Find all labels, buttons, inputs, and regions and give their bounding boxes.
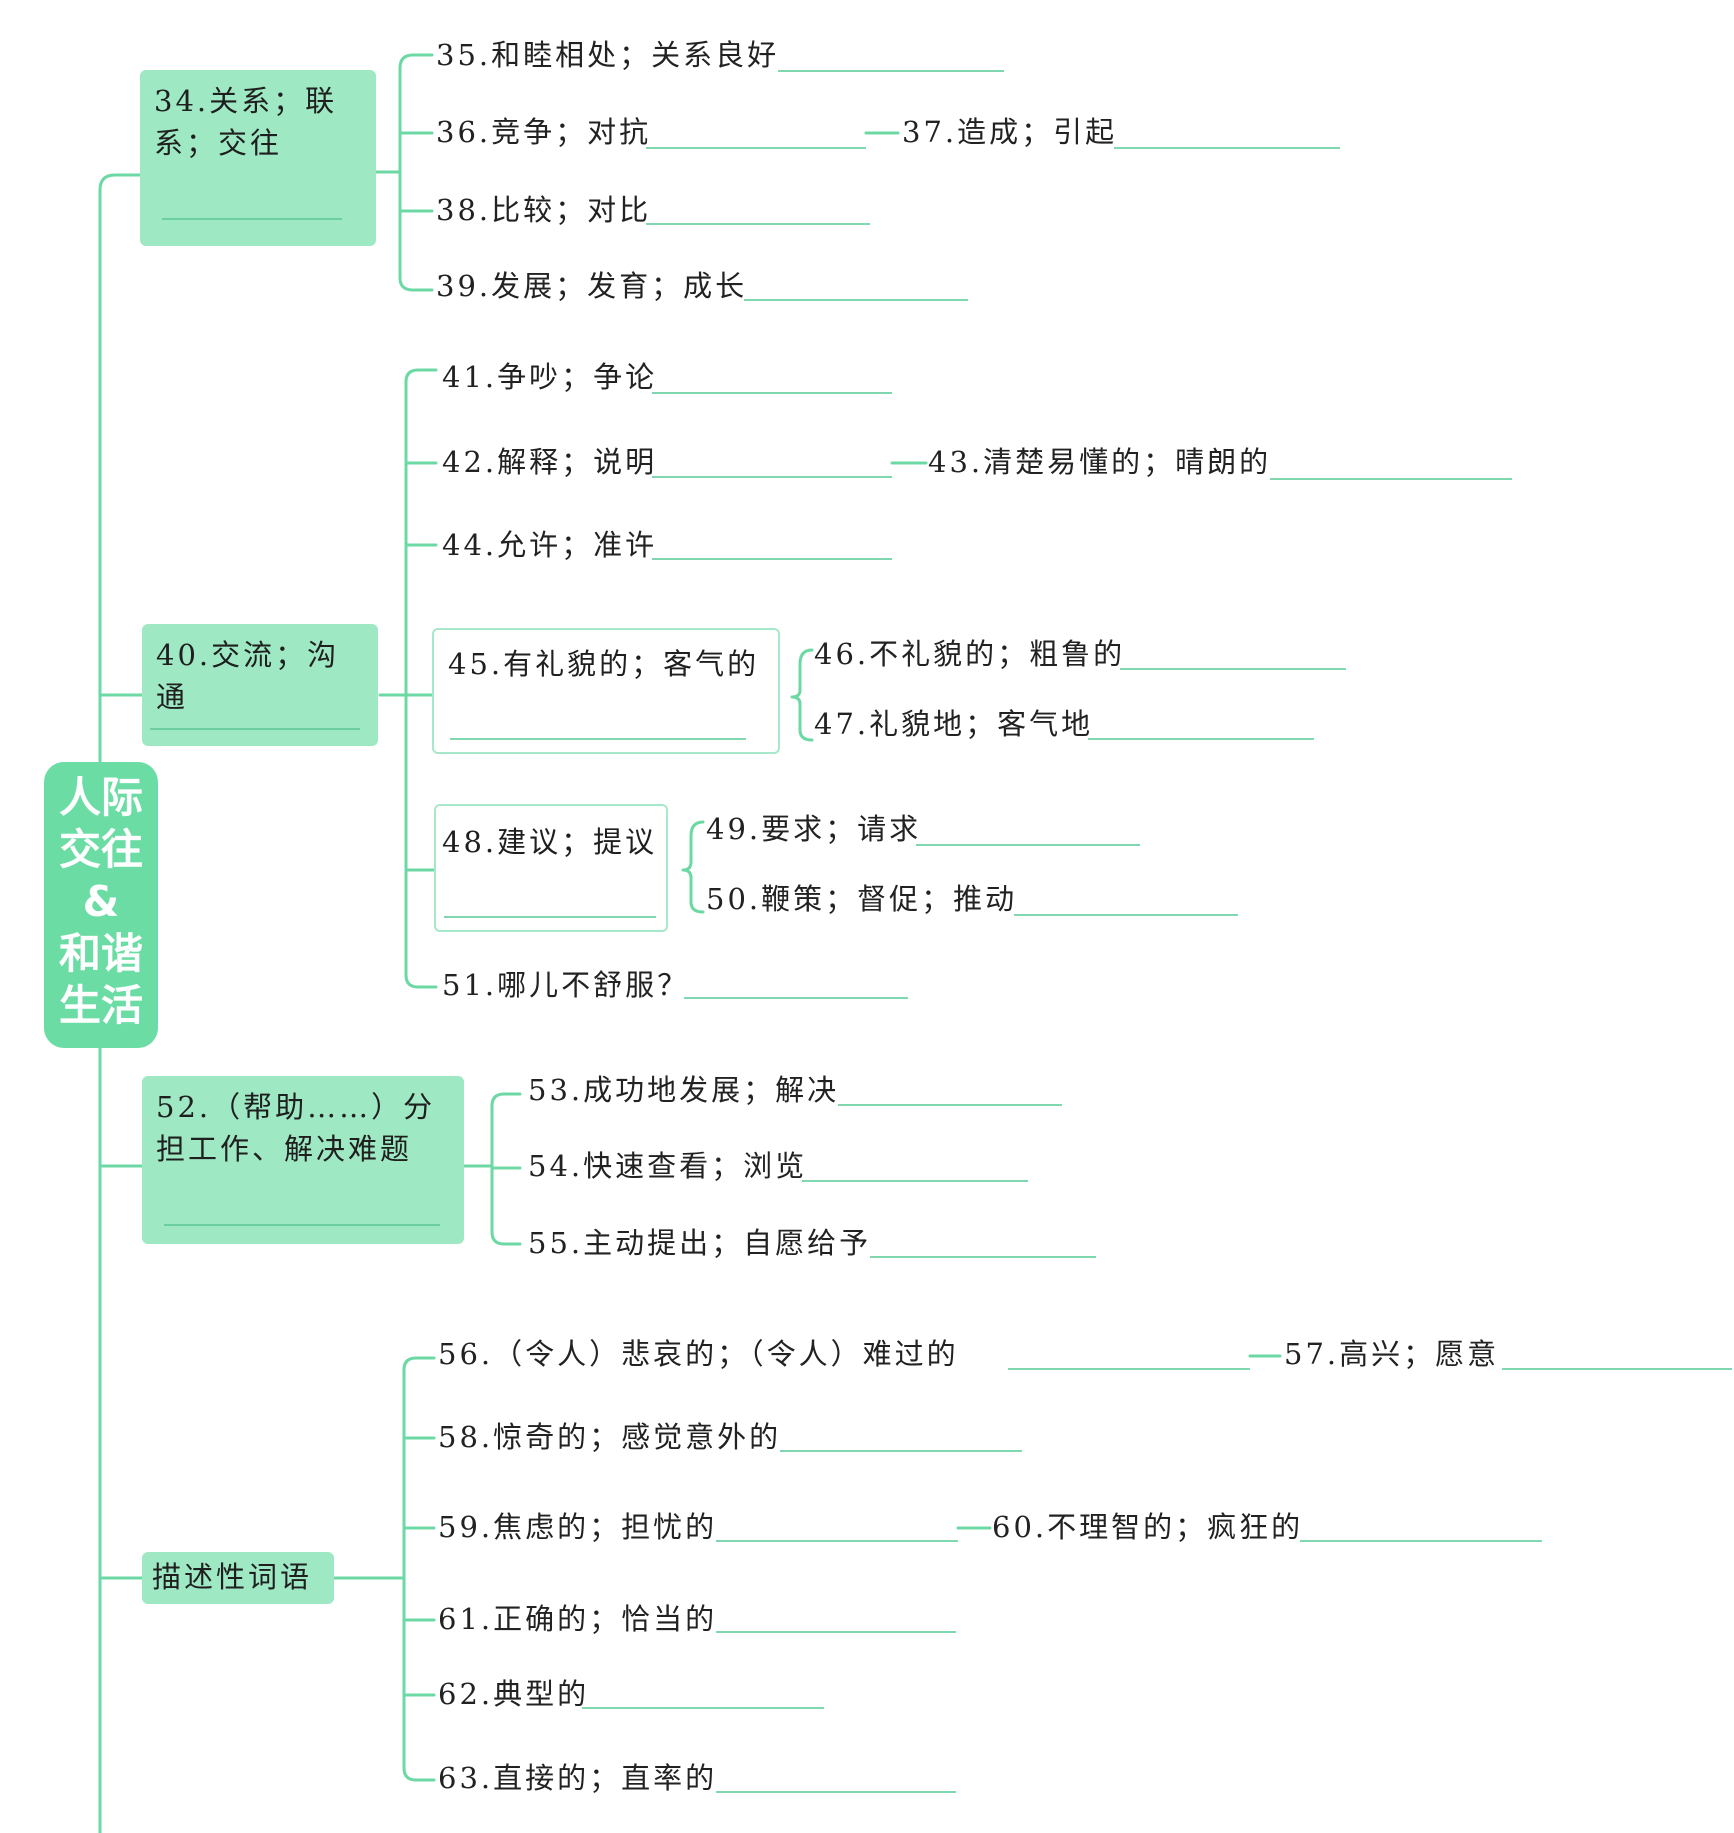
answer-blank[interactable] [162,218,342,220]
answer-blank[interactable] [780,1450,1022,1452]
vocab-item: 53.成功地发展；解决 [528,1073,840,1107]
answer-blank[interactable] [1120,668,1346,670]
vocab-item: 39.发展；发育；成长 [436,269,748,303]
answer-blank[interactable] [1502,1368,1732,1370]
answer-blank[interactable] [716,1540,958,1542]
answer-blank[interactable] [1014,914,1238,916]
answer-blank[interactable] [1088,738,1314,740]
answer-blank[interactable] [646,223,870,225]
answer-blank[interactable] [1114,147,1340,149]
answer-blank[interactable] [684,997,908,999]
category-box-communication: 40.交流；沟通 [142,624,378,746]
answer-blank[interactable] [652,392,892,394]
answer-blank[interactable] [744,299,968,301]
vocab-item: 35.和睦相处；关系良好 [436,38,780,72]
answer-blank[interactable] [150,728,360,730]
vocab-item: 60.不理智的；疯狂的 [992,1510,1304,1544]
root-line-3: & [82,877,120,926]
vocab-item: 57.高兴；愿意 [1284,1337,1500,1371]
vocab-item: 44.允许；准许 [442,528,658,562]
vocab-item: 63.直接的；直率的 [438,1761,718,1795]
vocab-item: 59.焦虑的；担忧的 [438,1510,718,1544]
answer-blank[interactable] [802,1180,1028,1182]
category-box-relationship: 34.关系；联 系；交往 [140,70,376,246]
category-label-line: 34.关系；联 [154,84,338,118]
answer-blank[interactable] [652,558,892,560]
vocab-item: 55.主动提出；自愿给予 [528,1226,872,1260]
root-node: 人际 交往 & 和谐 生活 [44,762,158,1048]
category-label-line: 描述性词语 [152,1560,313,1594]
vocab-item: 38.比较；对比 [436,193,652,227]
root-line-5: 生活 [58,981,143,1030]
answer-blank[interactable] [870,1256,1096,1258]
answer-blank[interactable] [164,1224,440,1226]
vocab-item: 56.（令人）悲哀的；（令人）难过的 [438,1337,959,1371]
answer-blank[interactable] [1270,478,1512,480]
answer-blank[interactable] [444,916,656,918]
vocab-item: 58.惊奇的；感觉意外的 [438,1420,782,1454]
sub-box-label: 48.建议；提议 [442,825,658,859]
vocab-item: 49.要求；请求 [706,812,922,846]
answer-blank[interactable] [652,476,892,478]
answer-blank[interactable] [916,844,1140,846]
answer-blank[interactable] [778,70,1004,72]
vocab-item: 61.正确的；恰当的 [438,1602,718,1636]
category-label-line: 系；交往 [154,126,283,160]
answer-blank[interactable] [1008,1368,1250,1370]
root-line-1: 人际 [58,773,143,822]
vocab-item: 51.哪儿不舒服？ [442,968,690,1002]
vocab-item: 37.造成；引起 [902,115,1118,149]
vocab-item: 46.不礼貌的；粗鲁的 [814,637,1126,671]
answer-blank[interactable] [716,1631,956,1633]
vocab-item: 42.解释；说明 [442,445,658,479]
category-box-descriptive: 描述性词语 [142,1552,334,1604]
category-label-line: 40.交流；沟通 [156,638,340,714]
answer-blank[interactable] [838,1104,1062,1106]
answer-blank[interactable] [582,1707,824,1709]
category-box-teamwork: 52.（帮助……）分 担工作、解决难题 [142,1076,464,1244]
vocab-item: 47.礼貌地；客气地 [814,707,1094,741]
vocab-item: 41.争吵；争论 [442,360,658,394]
vocab-item: 54.快速查看；浏览 [528,1149,808,1183]
category-label-line: 担工作、解决难题 [156,1132,413,1166]
vocab-item: 36.竞争；对抗 [436,115,652,149]
answer-blank[interactable] [716,1791,956,1793]
vocab-item: 50.鞭策；督促；推动 [706,882,1018,916]
answer-blank[interactable] [450,738,746,740]
sub-box-polite: 45.有礼貌的；客气的 [432,628,780,754]
root-line-4: 和谐 [58,929,143,978]
answer-blank[interactable] [646,147,866,149]
sub-box-label: 45.有礼貌的；客气的 [448,647,760,681]
root-line-2: 交往 [58,825,143,874]
vocab-item: 62.典型的 [438,1677,590,1711]
vocab-item: 43.清楚易懂的；晴朗的 [928,445,1272,479]
category-label-line: 52.（帮助……）分 [156,1090,436,1124]
sub-box-suggestion: 48.建议；提议 [434,804,668,932]
answer-blank[interactable] [1300,1540,1542,1542]
